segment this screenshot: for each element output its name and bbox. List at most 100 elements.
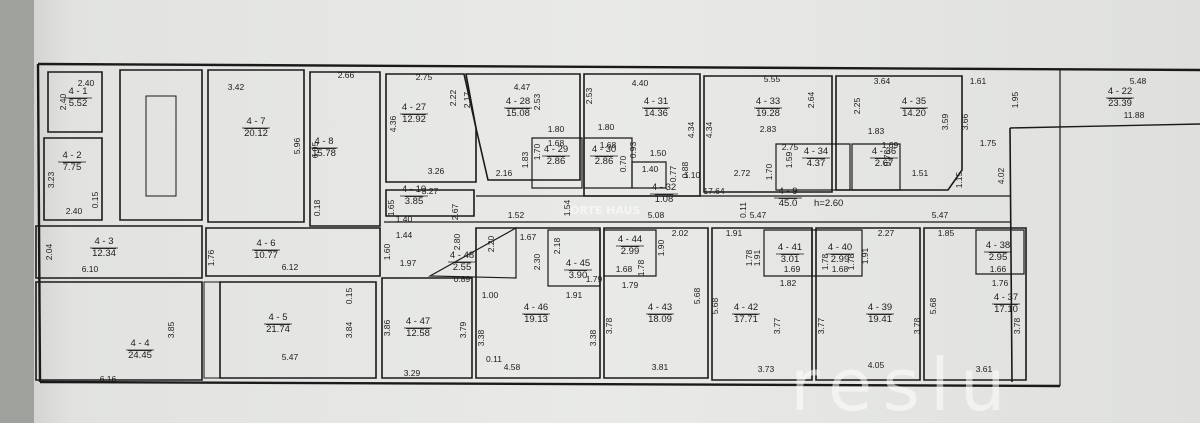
dimension-label: 1.82	[780, 278, 797, 288]
dimension-label: 1.15	[954, 171, 964, 188]
dimension-label: 4.40	[632, 78, 649, 88]
dimension-label: 1.68	[616, 264, 633, 274]
dimension-label: 1.78	[820, 253, 830, 270]
dimension-label: 1.91	[860, 247, 870, 264]
room-id: 4 - 32	[652, 182, 676, 193]
dimension-label: 3.77	[816, 317, 826, 334]
dimension-layer: 2.402.403.232.400.152.046.103.856.163.42…	[44, 70, 1147, 384]
dimension-label: 1.95	[1010, 91, 1020, 108]
room-id: 4 - 4	[130, 338, 149, 349]
room-label: 4 - 312.34	[90, 236, 118, 259]
dimension-label: 4.36	[388, 115, 398, 132]
dimension-label: 2.30	[532, 253, 542, 270]
room-id: 4 - 27	[402, 102, 426, 113]
dimension-label: 0.88	[680, 161, 690, 178]
dimension-label: 3.78	[604, 317, 614, 334]
walls	[35, 62, 1200, 388]
dimension-label: 0.78	[882, 149, 892, 166]
dimension-label: 0.11	[486, 354, 502, 364]
dimension-label: 2.72	[734, 168, 751, 178]
dimension-label: 4.58	[504, 362, 521, 372]
room-label: 4 - 27.75	[58, 150, 86, 173]
dimension-label: 1.91	[752, 249, 762, 266]
room-area: 5.52	[69, 98, 88, 109]
room-id: 4 - 30	[592, 144, 616, 155]
dimension-label: 2.22	[448, 89, 458, 106]
dimension-label: 3.66	[960, 113, 970, 130]
room-id: 4 - 36	[872, 146, 896, 157]
dimension-label: 3.78	[1012, 317, 1022, 334]
dimension-label: 0.70	[618, 155, 628, 172]
room-area: 12.92	[402, 114, 426, 125]
room-id: 4 - 2	[62, 150, 81, 161]
dimension-label: 3.84	[344, 321, 354, 338]
room-area: 12.58	[406, 328, 430, 339]
room-id: 4 - 33	[756, 96, 780, 107]
room-area: 2.67	[875, 158, 894, 169]
dimension-label: 1.66	[990, 264, 1007, 274]
dimension-label: 0.15	[344, 287, 354, 304]
room-label: 4 - 362.67	[870, 146, 898, 169]
dimension-label: 3.73	[758, 364, 775, 374]
dimension-label: 1.83	[868, 126, 885, 136]
dimension-label: 1.76	[992, 278, 1009, 288]
dimension-label: 1.68	[832, 264, 849, 274]
dimension-label: 1.70	[764, 163, 774, 180]
dimension-label: 2.67	[450, 203, 460, 220]
room-area: 20.12	[244, 128, 268, 139]
dimension-label: 1.75	[980, 138, 997, 148]
room-label: 4 - 402.99	[826, 242, 854, 265]
dimension-label: 1.91	[726, 228, 743, 238]
room-area: 19.28	[756, 108, 780, 119]
room-label: 4 - 302.86	[590, 144, 618, 167]
room-id: 4 - 35	[902, 96, 926, 107]
room-label: 4 - 815.78	[310, 136, 338, 159]
dimension-label: 1.67	[520, 232, 537, 242]
room-area: 14.36	[644, 108, 668, 119]
dimension-label: 1.70	[532, 143, 542, 160]
dimension-label: 1.59	[784, 151, 794, 168]
room-area: 15.08	[506, 108, 530, 119]
room-label: 4 - 453.90	[564, 258, 592, 281]
room-id: 4 - 6	[256, 238, 275, 249]
room-area: 10.77	[254, 250, 278, 261]
room-label: 4 - 15.52	[64, 86, 92, 109]
room-id: 4 - 5	[268, 312, 287, 323]
dimension-label: 1.85	[938, 228, 955, 238]
dimension-label: 6.12	[282, 262, 299, 272]
dimension-label: 2.53	[532, 93, 542, 110]
room-id: 4 - 43	[648, 302, 672, 313]
room-area: 4.37	[807, 158, 826, 169]
dimension-label: 3.86	[382, 319, 392, 336]
dimension-label: 1.80	[598, 122, 615, 132]
labels-layer: 4 - 15.524 - 27.754 - 312.344 - 424.454 …	[58, 86, 1134, 361]
room-id: 4 - 29	[544, 144, 568, 155]
room-id: 4 - 44	[618, 234, 642, 245]
room-id: 4 - 45	[566, 258, 590, 269]
dimension-label: 3.77	[772, 317, 782, 334]
dimension-label: 1.69	[784, 264, 801, 274]
dimension-label: 2.64	[806, 91, 816, 108]
dimension-label: 1.90	[656, 239, 666, 256]
room-area: 19.13	[524, 314, 548, 325]
room-area: 24.45	[128, 350, 152, 361]
room-label: 4 - 424.45	[126, 338, 154, 361]
room-label: 4 - 103.85	[400, 184, 428, 207]
dimension-label: 6.05	[310, 141, 320, 158]
dimension-label: 1.68	[548, 138, 565, 148]
dimension-label: 3.23	[46, 171, 56, 188]
dimension-label: 1.79	[622, 280, 639, 290]
dimension-label: 1.80	[548, 124, 565, 134]
watermark-text: reslu	[790, 343, 1015, 423]
dimension-label: 3.61	[976, 364, 993, 374]
dimension-label: 0.77	[668, 165, 678, 182]
room-label: 4 - 413.01	[776, 242, 804, 265]
room-id: 4 - 37	[994, 292, 1018, 303]
room-id: 4 - 34	[804, 146, 828, 157]
room-area: 2.55	[453, 262, 472, 273]
dimension-label: 2.40	[66, 206, 83, 216]
dimension-label: 0.18	[312, 199, 322, 216]
dimension-label: 1.44	[396, 230, 413, 240]
dimension-label: 0.11	[738, 202, 748, 218]
